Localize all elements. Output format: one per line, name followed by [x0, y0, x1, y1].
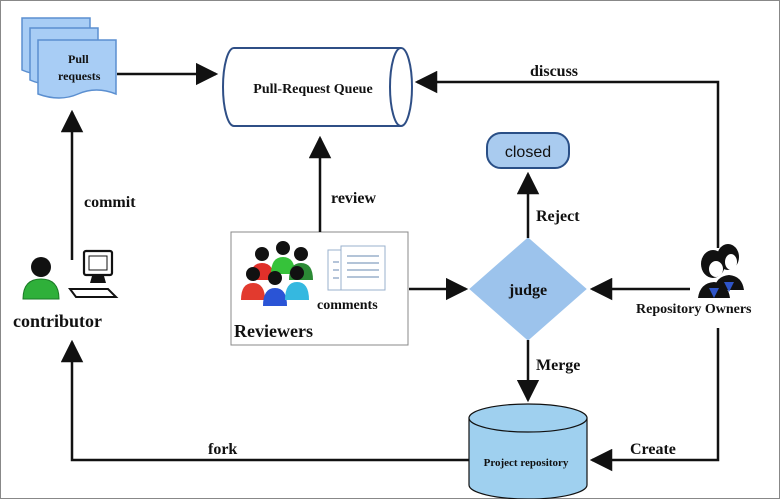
- merge-label: Merge: [536, 357, 580, 374]
- closed-node: closed: [486, 132, 570, 169]
- edge-repository-to-contributor: [60, 339, 469, 462]
- pull-requests-label-line1: Pull: [68, 52, 89, 66]
- queue-label: Pull-Request Queue: [253, 82, 372, 97]
- reviewers-node: comments Reviewers: [230, 231, 409, 346]
- judge-node: judge: [469, 237, 587, 341]
- reject-label: Reject: [536, 208, 580, 225]
- group-of-people-icon: [241, 241, 313, 306]
- edge-owners-to-repository: [589, 328, 720, 472]
- review-label: review: [331, 190, 376, 207]
- contributor-label: contributor: [13, 311, 102, 331]
- discuss-label: discuss: [530, 63, 578, 80]
- pull-requests-node: Pull requests: [21, 17, 117, 99]
- commit-label: commit: [84, 194, 136, 211]
- judge-label: judge: [508, 282, 547, 299]
- repository-owners-label: Repository Owners: [636, 302, 752, 317]
- document-icon: [327, 245, 386, 291]
- create-label: Create: [630, 441, 676, 458]
- project-repository-node: Project repository: [468, 403, 588, 499]
- closed-label: closed: [505, 144, 551, 161]
- contributor-node: contributor: [13, 249, 119, 331]
- two-people-icon: [698, 244, 744, 298]
- comments-label: comments: [317, 298, 378, 313]
- person-with-computer-icon: [22, 249, 119, 300]
- reviewers-label: Reviewers: [234, 321, 313, 341]
- project-repository-label: Project repository: [484, 457, 569, 469]
- fork-label: fork: [208, 441, 237, 458]
- pull-request-queue-node: Pull-Request Queue: [222, 47, 413, 127]
- pull-request-doc-front: [37, 39, 117, 99]
- edge-owners-to-queue: [414, 70, 720, 248]
- repository-owners-node: Repository Owners: [636, 244, 752, 317]
- pull-requests-label-line2: requests: [58, 69, 101, 83]
- repository-top: [468, 403, 588, 433]
- closed-box: [486, 132, 570, 169]
- queue-inner-end: [389, 47, 402, 127]
